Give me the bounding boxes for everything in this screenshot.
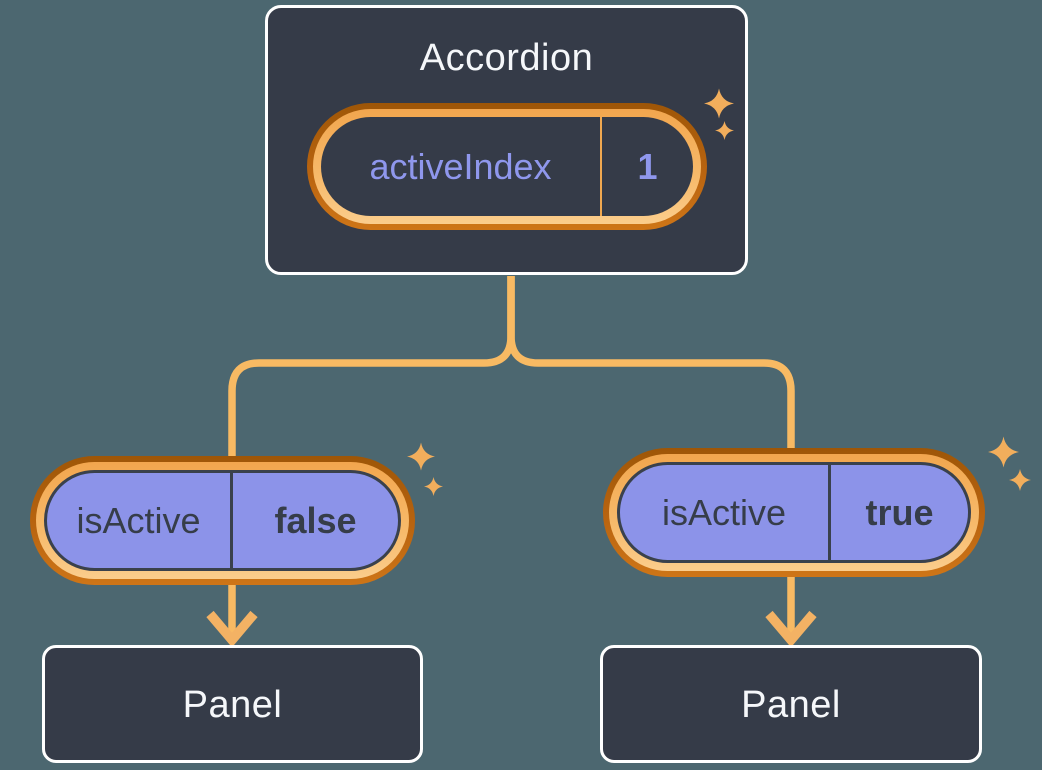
sparkle-icon-small: [715, 121, 734, 140]
prop-pill-value: true: [865, 491, 934, 533]
pill-divider: [828, 465, 831, 560]
pill-divider: [230, 473, 233, 568]
arrow-down-icon: [765, 610, 817, 648]
prop-pill-label: isActive: [661, 491, 787, 533]
active-index-pill-glow-band: activeIndex 1: [313, 109, 701, 224]
active-index-pill: activeIndex 1: [321, 117, 693, 216]
sparkle-icon-small: [1009, 469, 1031, 491]
panel-box-left: Panel: [42, 645, 423, 763]
prop-pill-label: isActive: [76, 499, 201, 541]
pill-divider: [600, 117, 602, 216]
sparkle-icon-small: [424, 477, 443, 496]
arrow-down-icon: [206, 610, 258, 648]
is-active-pill-left-highlight-ring: isActive false: [30, 456, 415, 585]
sparkle-icon-large: [704, 88, 734, 119]
is-active-pill-left-glow-band: isActive false: [36, 462, 409, 579]
is-active-pill-left: isActive false: [44, 470, 401, 571]
state-pill-value: 1: [637, 145, 658, 187]
panel-title: Panel: [182, 684, 283, 726]
sparkle-icon-large: [988, 436, 1019, 468]
connector-right-branch: [507, 276, 795, 637]
sparkle-icon-large: [407, 442, 435, 471]
active-index-pill-highlight-ring: activeIndex 1: [307, 103, 707, 230]
is-active-pill-right: isActive true: [617, 462, 971, 563]
panel-box-right: Panel: [600, 645, 982, 763]
accordion-title: Accordion: [419, 37, 594, 79]
is-active-pill-right-glow-band: isActive true: [609, 454, 979, 571]
prop-pill-value: false: [274, 499, 357, 541]
is-active-pill-right-highlight-ring: isActive true: [603, 448, 985, 577]
state-pill-label: activeIndex: [369, 145, 552, 187]
panel-title: Panel: [741, 684, 841, 726]
